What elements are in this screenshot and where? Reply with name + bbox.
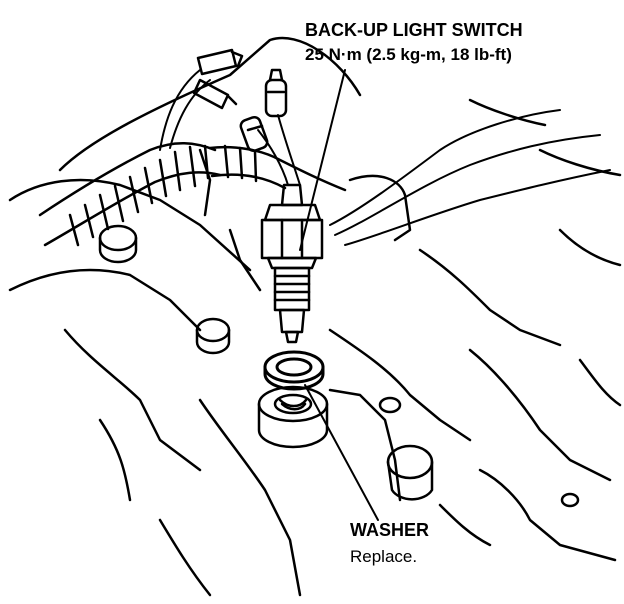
housing-bolt-heads <box>98 224 580 508</box>
backup-light-switch-label: BACK-UP LIGHT SWITCH <box>305 20 523 40</box>
transmission-housing <box>8 36 622 597</box>
wires <box>159 69 611 246</box>
washer-label: WASHER <box>350 520 430 540</box>
threaded-boss <box>257 385 329 449</box>
backup-light-switch <box>260 183 324 344</box>
leader-lines <box>299 69 379 521</box>
wire-harness-loom <box>38 142 347 247</box>
switch-leader-line <box>299 69 346 251</box>
washer-leader-line <box>304 384 379 521</box>
washer <box>263 350 325 391</box>
torque-spec-label: 25 N·m (2.5 kg-m, 18 lb-ft) <box>305 45 512 64</box>
washer-note-label: Replace. <box>350 547 418 566</box>
wire-connectors <box>192 48 288 153</box>
